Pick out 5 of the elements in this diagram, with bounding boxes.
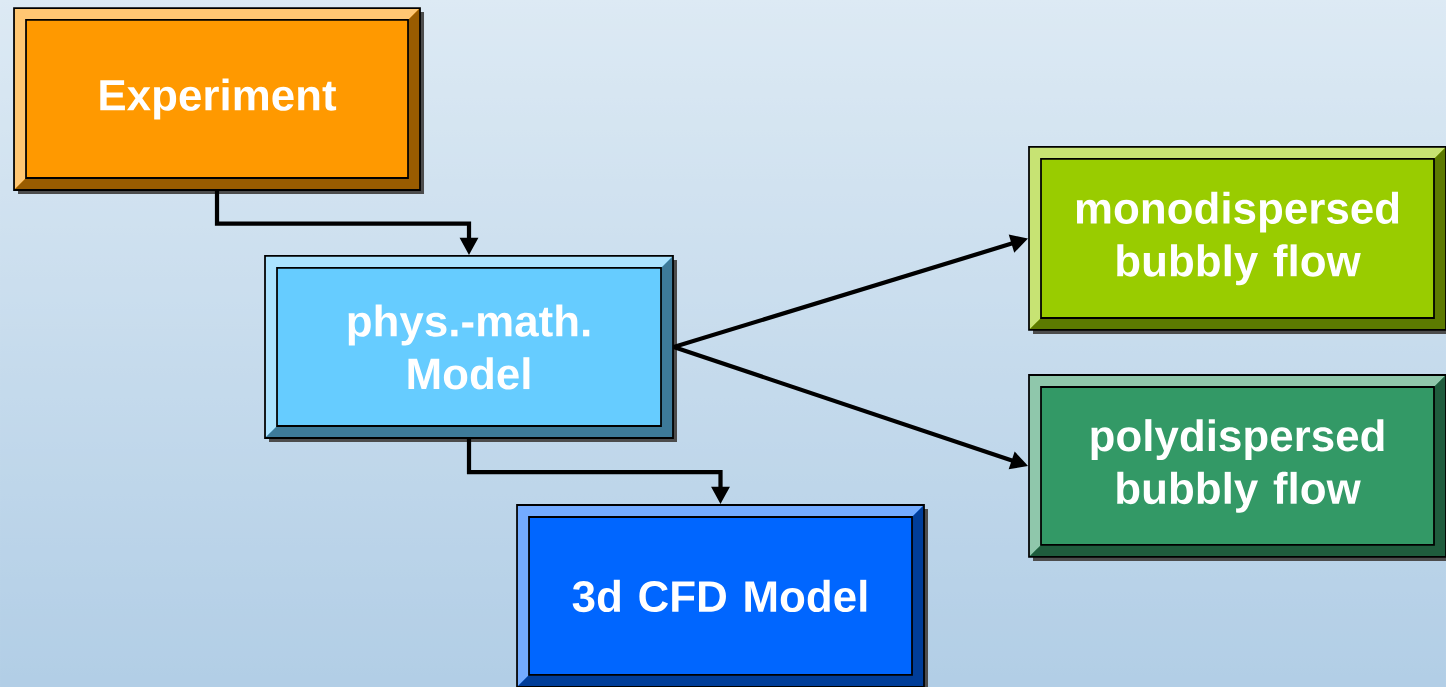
process-box: monodispersed bubbly flow [1028,146,1446,334]
process-box: phys.-math. Model [264,255,677,442]
process-box: Experiment [13,7,424,194]
process-box: 3d CFD Model [516,504,928,687]
process-box: polydispersed bubbly flow [1028,374,1446,561]
